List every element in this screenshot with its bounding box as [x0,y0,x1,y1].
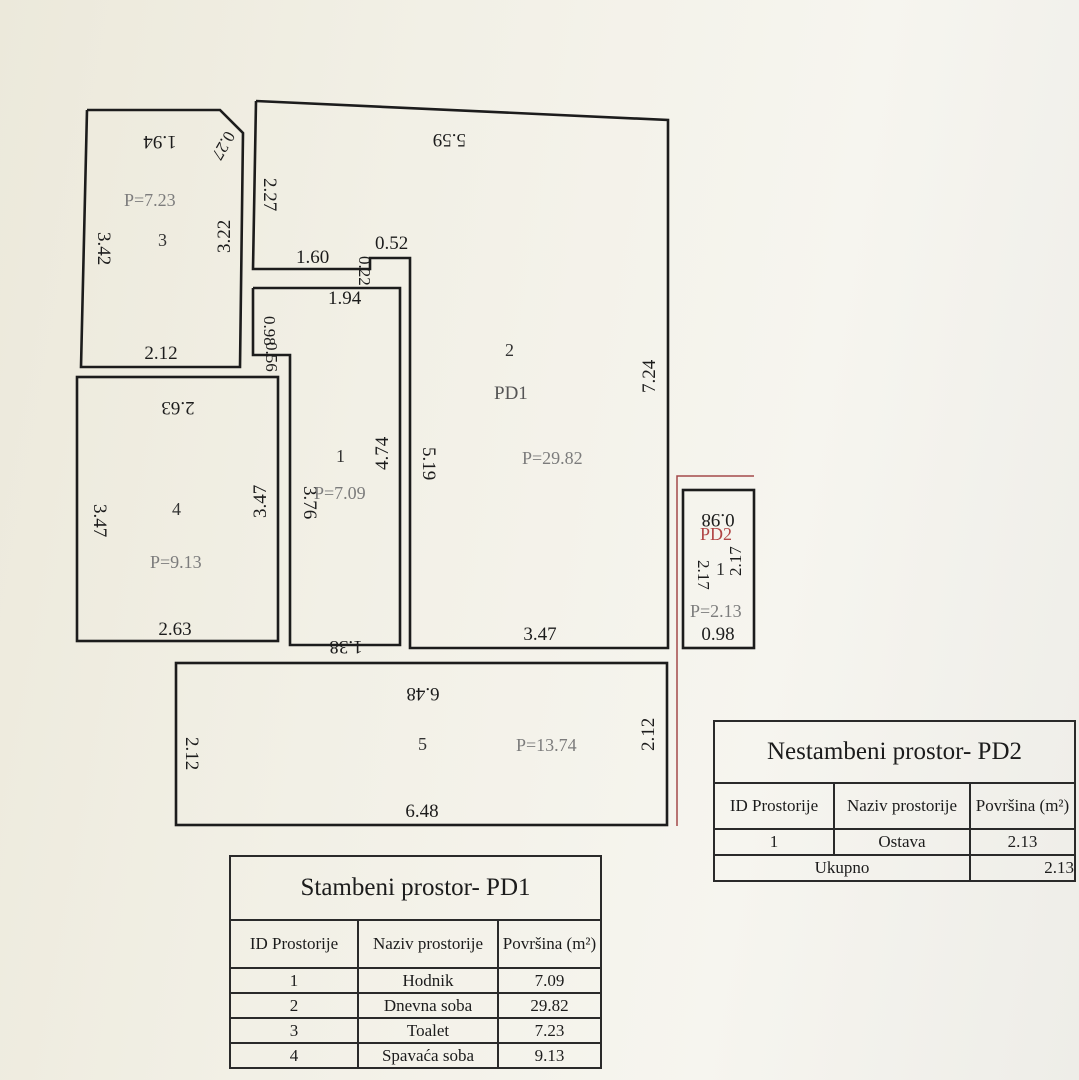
table-pd2-header-name: Naziv prostorije [833,782,971,830]
room-3-id: 3 [158,230,167,250]
room-1-walls [251,286,402,647]
room-4-walls [75,375,280,643]
room-2-dim-notch: 0.52 [375,233,408,254]
room-2-dim-jog: 0.22 [355,256,374,286]
table-pd2-total-value: 2.13 [969,854,1076,882]
room-5-dim-right: 2.12 [638,718,659,751]
table-pd1: Stambeni prostor- PD1 ID Prostorije Nazi… [229,855,602,1069]
room-1-dim-step: 0.56 [262,342,281,372]
room-3-dim-top: 1.94 [143,131,177,152]
room-1: 1.94 0.98 0.56 4.74 3.76 1.38 1 P=7.09 [251,286,402,657]
table-pd1-cell-name: Hodnik [357,967,499,994]
table-pd1-cell-name: Spavaća soba [357,1042,499,1069]
room-4-dim-bottom: 2.63 [158,619,191,640]
room-1-dim-right: 4.74 [372,436,393,470]
table-pd1-cell-id: 3 [229,1017,359,1044]
room-3-dim-bottom: 2.12 [144,343,177,364]
room-2-dim-bottom: 3.47 [523,624,556,645]
table-pd1-cell-name: Toalet [357,1017,499,1044]
room-2-zone: PD1 [494,383,528,404]
room-1-dim-bottom: 1.38 [329,636,362,657]
room-2-area: P=29.82 [522,448,583,468]
room-3-dim-corner: 0.27 [207,128,239,164]
room-1-dim-inner: 3.76 [299,486,320,519]
room-5-id: 5 [418,734,427,754]
room-4-dim-top: 2.63 [161,397,194,418]
room-2-dim-inner: 5.19 [418,447,439,480]
room-4: 2.63 3.47 3.47 2.63 4 P=9.13 [75,375,280,643]
pd2-area: P=2.13 [690,601,742,621]
room-1-dim-left: 0.98 [260,316,279,346]
room-2-dim-left: 2.27 [259,178,280,211]
pd2-id: 1 [716,559,725,579]
room-1-id: 1 [336,446,345,466]
room-5-area: P=13.74 [516,735,577,755]
table-pd1-cell-area: 9.13 [497,1042,602,1069]
room-2-dim-top: 5.59 [433,129,466,150]
table-pd1-cell-name: Dnevna soba [357,992,499,1019]
table-pd2-cell-id: 1 [713,828,835,856]
table-pd2-total-row: Ukupno 2.13 [713,854,1076,882]
table-row: 1 Hodnik 7.09 [229,967,602,994]
room-5-dim-left: 2.12 [181,737,202,770]
room-3: 1.94 0.27 3.42 3.22 2.12 P=7.23 3 [79,108,245,369]
table-pd1-header-area: Površina (m²) [497,919,602,969]
table-pd2-total-label: Ukupno [713,854,971,882]
room-5-dim-bottom: 6.48 [405,801,438,822]
pd2-dim-right: 2.17 [726,546,745,576]
table-pd1-cell-area: 7.09 [497,967,602,994]
room-2-id: 2 [505,340,514,360]
table-row: 2 Dnevna soba 29.82 [229,992,602,1019]
table-pd2-header-id: ID Prostorije [713,782,835,830]
room-2-dim-right: 7.24 [639,359,660,393]
table-pd1-header-name: Naziv prostorije [357,919,499,969]
table-pd2-cell-name: Ostava [833,828,971,856]
room-1-area: P=7.09 [314,483,366,503]
room-pd2: 0.98 PD2 2.17 2.17 1 P=2.13 0.98 [676,475,756,826]
room-4-id: 4 [172,499,181,519]
table-pd1-cell-id: 2 [229,992,359,1019]
table-pd2-title: Nestambeni prostor- PD2 [713,720,1076,784]
table-pd2-cell-area: 2.13 [969,828,1076,856]
table-pd1-title: Stambeni prostor- PD1 [229,855,602,921]
room-3-dim-right: 3.22 [214,220,235,253]
pd2-dim-top: 0.98 [701,509,734,530]
pd2-guide-line [676,475,754,826]
room-3-area: P=7.23 [124,190,176,210]
table-row: 4 Spavaća soba 9.13 [229,1042,602,1069]
room-5-walls [174,661,669,827]
room-5-dim-top: 6.48 [406,683,439,704]
room-4-area: P=9.13 [150,552,202,572]
table-pd1-header-id: ID Prostorije [229,919,359,969]
room-2: 5.59 2.27 1.60 0.22 0.52 5.19 7.24 3.47 … [251,99,670,650]
pd2-walls [681,488,756,650]
room-4-dim-left: 3.47 [89,504,110,537]
pd2-dim-left: 2.17 [694,560,713,590]
table-pd2: Nestambeni prostor- PD2 ID Prostorije Na… [713,720,1076,882]
table-pd1-cell-id: 4 [229,1042,359,1069]
room-3-dim-left: 3.42 [93,232,114,265]
table-pd1-cell-area: 7.23 [497,1017,602,1044]
room-3-walls [79,108,245,369]
pd2-dim-bottom: 0.98 [701,624,734,645]
room-5: 6.48 2.12 2.12 6.48 5 P=13.74 [174,661,669,827]
room-4-dim-right: 3.47 [250,485,271,518]
table-pd1-cell-id: 1 [229,967,359,994]
table-row: 3 Toalet 7.23 [229,1017,602,1044]
table-pd1-cell-area: 29.82 [497,992,602,1019]
room-1-dim-top: 1.94 [328,288,362,309]
room-2-dim-step: 1.60 [296,247,329,268]
table-pd2-header-area: Površina (m²) [969,782,1076,830]
room-2-walls [251,99,670,650]
table-row: 1 Ostava 2.13 [713,828,1076,856]
pd2-zone: PD2 [700,524,732,544]
